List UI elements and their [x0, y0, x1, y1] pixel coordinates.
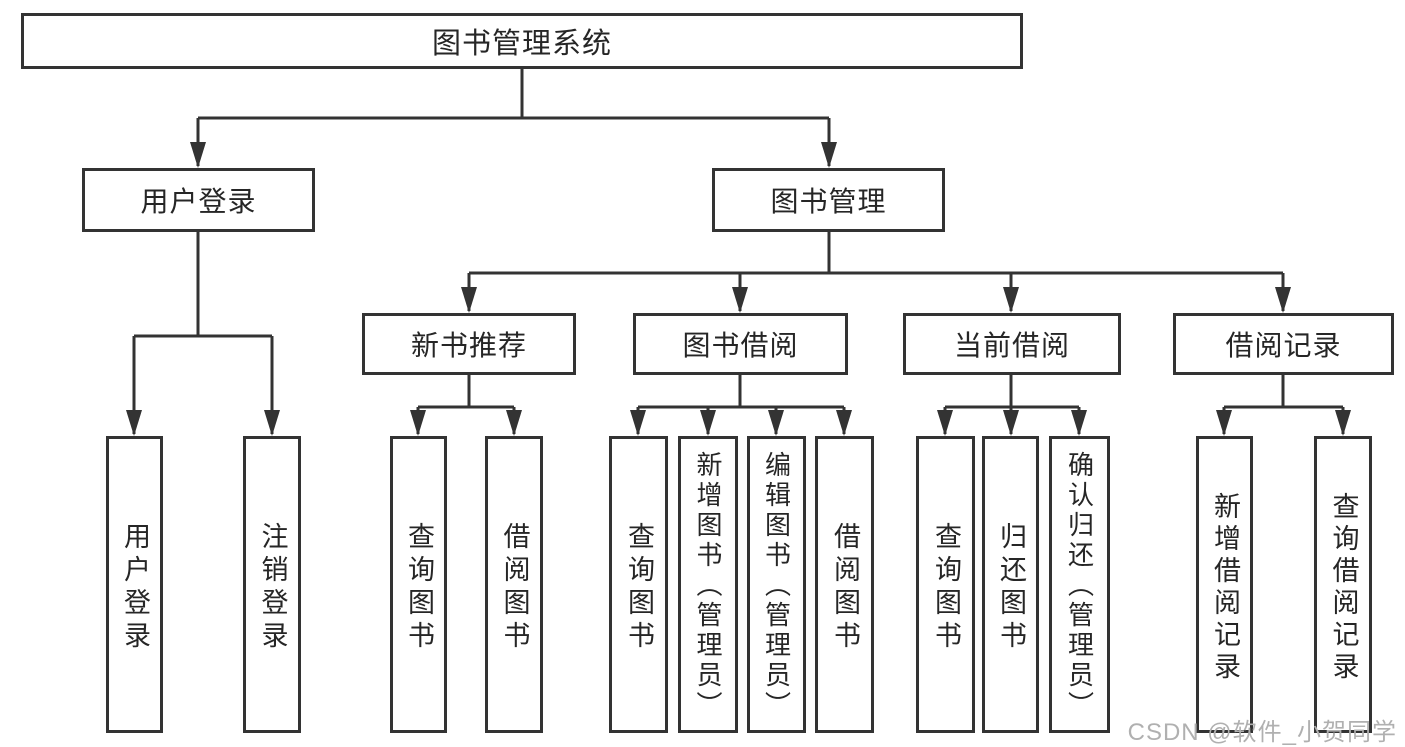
arrow-down-icon	[461, 287, 477, 313]
arrow-down-icon	[630, 410, 646, 436]
connector-book-mgmt-to-level3	[461, 232, 1291, 313]
leaf-label: 借阅图书	[499, 521, 530, 654]
node-leaf-return-books: 归还图书	[982, 436, 1039, 733]
leaf-label: 查询图书	[624, 521, 654, 654]
connector-root-to-level2	[190, 69, 837, 168]
leaf-label: 用户登录	[120, 521, 150, 654]
node-leaf-confirm-return-admin: 确认归还（管理员）	[1049, 436, 1110, 733]
leaf-label: 查询借阅记录	[1328, 491, 1359, 684]
node-leaf-query-borrow-record: 查询借阅记录	[1314, 436, 1372, 733]
node-library-system: 图书管理系统	[21, 13, 1023, 69]
node-leaf-user-login: 用户登录	[106, 436, 163, 733]
leaf-label: 借阅图书	[830, 521, 860, 654]
arrow-down-icon	[732, 287, 748, 313]
arrow-down-icon	[821, 142, 837, 168]
node-book-borrow: 图书借阅	[633, 313, 848, 375]
arrow-down-icon	[1275, 287, 1291, 313]
node-leaf-add-books-admin: 新增图书（管理员）	[678, 436, 738, 733]
leaf-label: 新增图书（管理员）	[693, 450, 723, 721]
node-borrow-records: 借阅记录	[1173, 313, 1394, 375]
leaf-label: 查询图书	[404, 521, 434, 654]
arrow-down-icon	[768, 410, 784, 436]
connector-book-borrow-children	[630, 375, 852, 436]
connector-user-login-children	[126, 232, 280, 436]
arrow-down-icon	[1071, 410, 1087, 436]
node-leaf-query-books-2: 查询图书	[609, 436, 668, 733]
arrow-down-icon	[1216, 410, 1232, 436]
leaf-label: 编辑图书（管理员）	[761, 450, 792, 721]
arrow-down-icon	[190, 142, 206, 168]
node-leaf-query-books-1: 查询图书	[390, 436, 447, 733]
connector-new-book-children	[410, 375, 522, 436]
arrow-down-icon	[410, 410, 426, 436]
node-leaf-borrow-books-1: 借阅图书	[485, 436, 543, 733]
watermark: CSDN @软件_小贺同学	[1127, 719, 1397, 746]
node-leaf-borrow-books-2: 借阅图书	[815, 436, 874, 733]
leaf-label: 确认归还（管理员）	[1064, 450, 1095, 721]
node-leaf-logout: 注销登录	[243, 436, 301, 733]
arrow-down-icon	[1003, 410, 1019, 436]
leaf-label: 归还图书	[996, 521, 1026, 654]
arrow-down-icon	[1335, 410, 1351, 436]
arrow-down-icon	[264, 410, 280, 436]
arrow-down-icon	[1003, 287, 1019, 313]
node-user-login: 用户登录	[82, 168, 315, 232]
node-leaf-add-borrow-record: 新增借阅记录	[1196, 436, 1253, 733]
leaf-label: 新增借阅记录	[1210, 491, 1240, 684]
node-leaf-edit-books-admin: 编辑图书（管理员）	[747, 436, 806, 733]
connector-borrow-record-children	[1216, 375, 1351, 436]
arrow-down-icon	[700, 410, 716, 436]
arrow-down-icon	[126, 410, 142, 436]
node-new-book-recommend: 新书推荐	[362, 313, 576, 375]
node-leaf-query-books-3: 查询图书	[916, 436, 975, 733]
leaf-label: 查询图书	[931, 521, 961, 654]
arrow-down-icon	[506, 410, 522, 436]
arrow-down-icon	[937, 410, 953, 436]
arrow-down-icon	[836, 410, 852, 436]
node-book-management: 图书管理	[712, 168, 945, 232]
leaf-label: 注销登录	[257, 521, 288, 654]
node-current-borrow: 当前借阅	[903, 313, 1121, 375]
connector-current-borrow-children	[937, 375, 1087, 436]
